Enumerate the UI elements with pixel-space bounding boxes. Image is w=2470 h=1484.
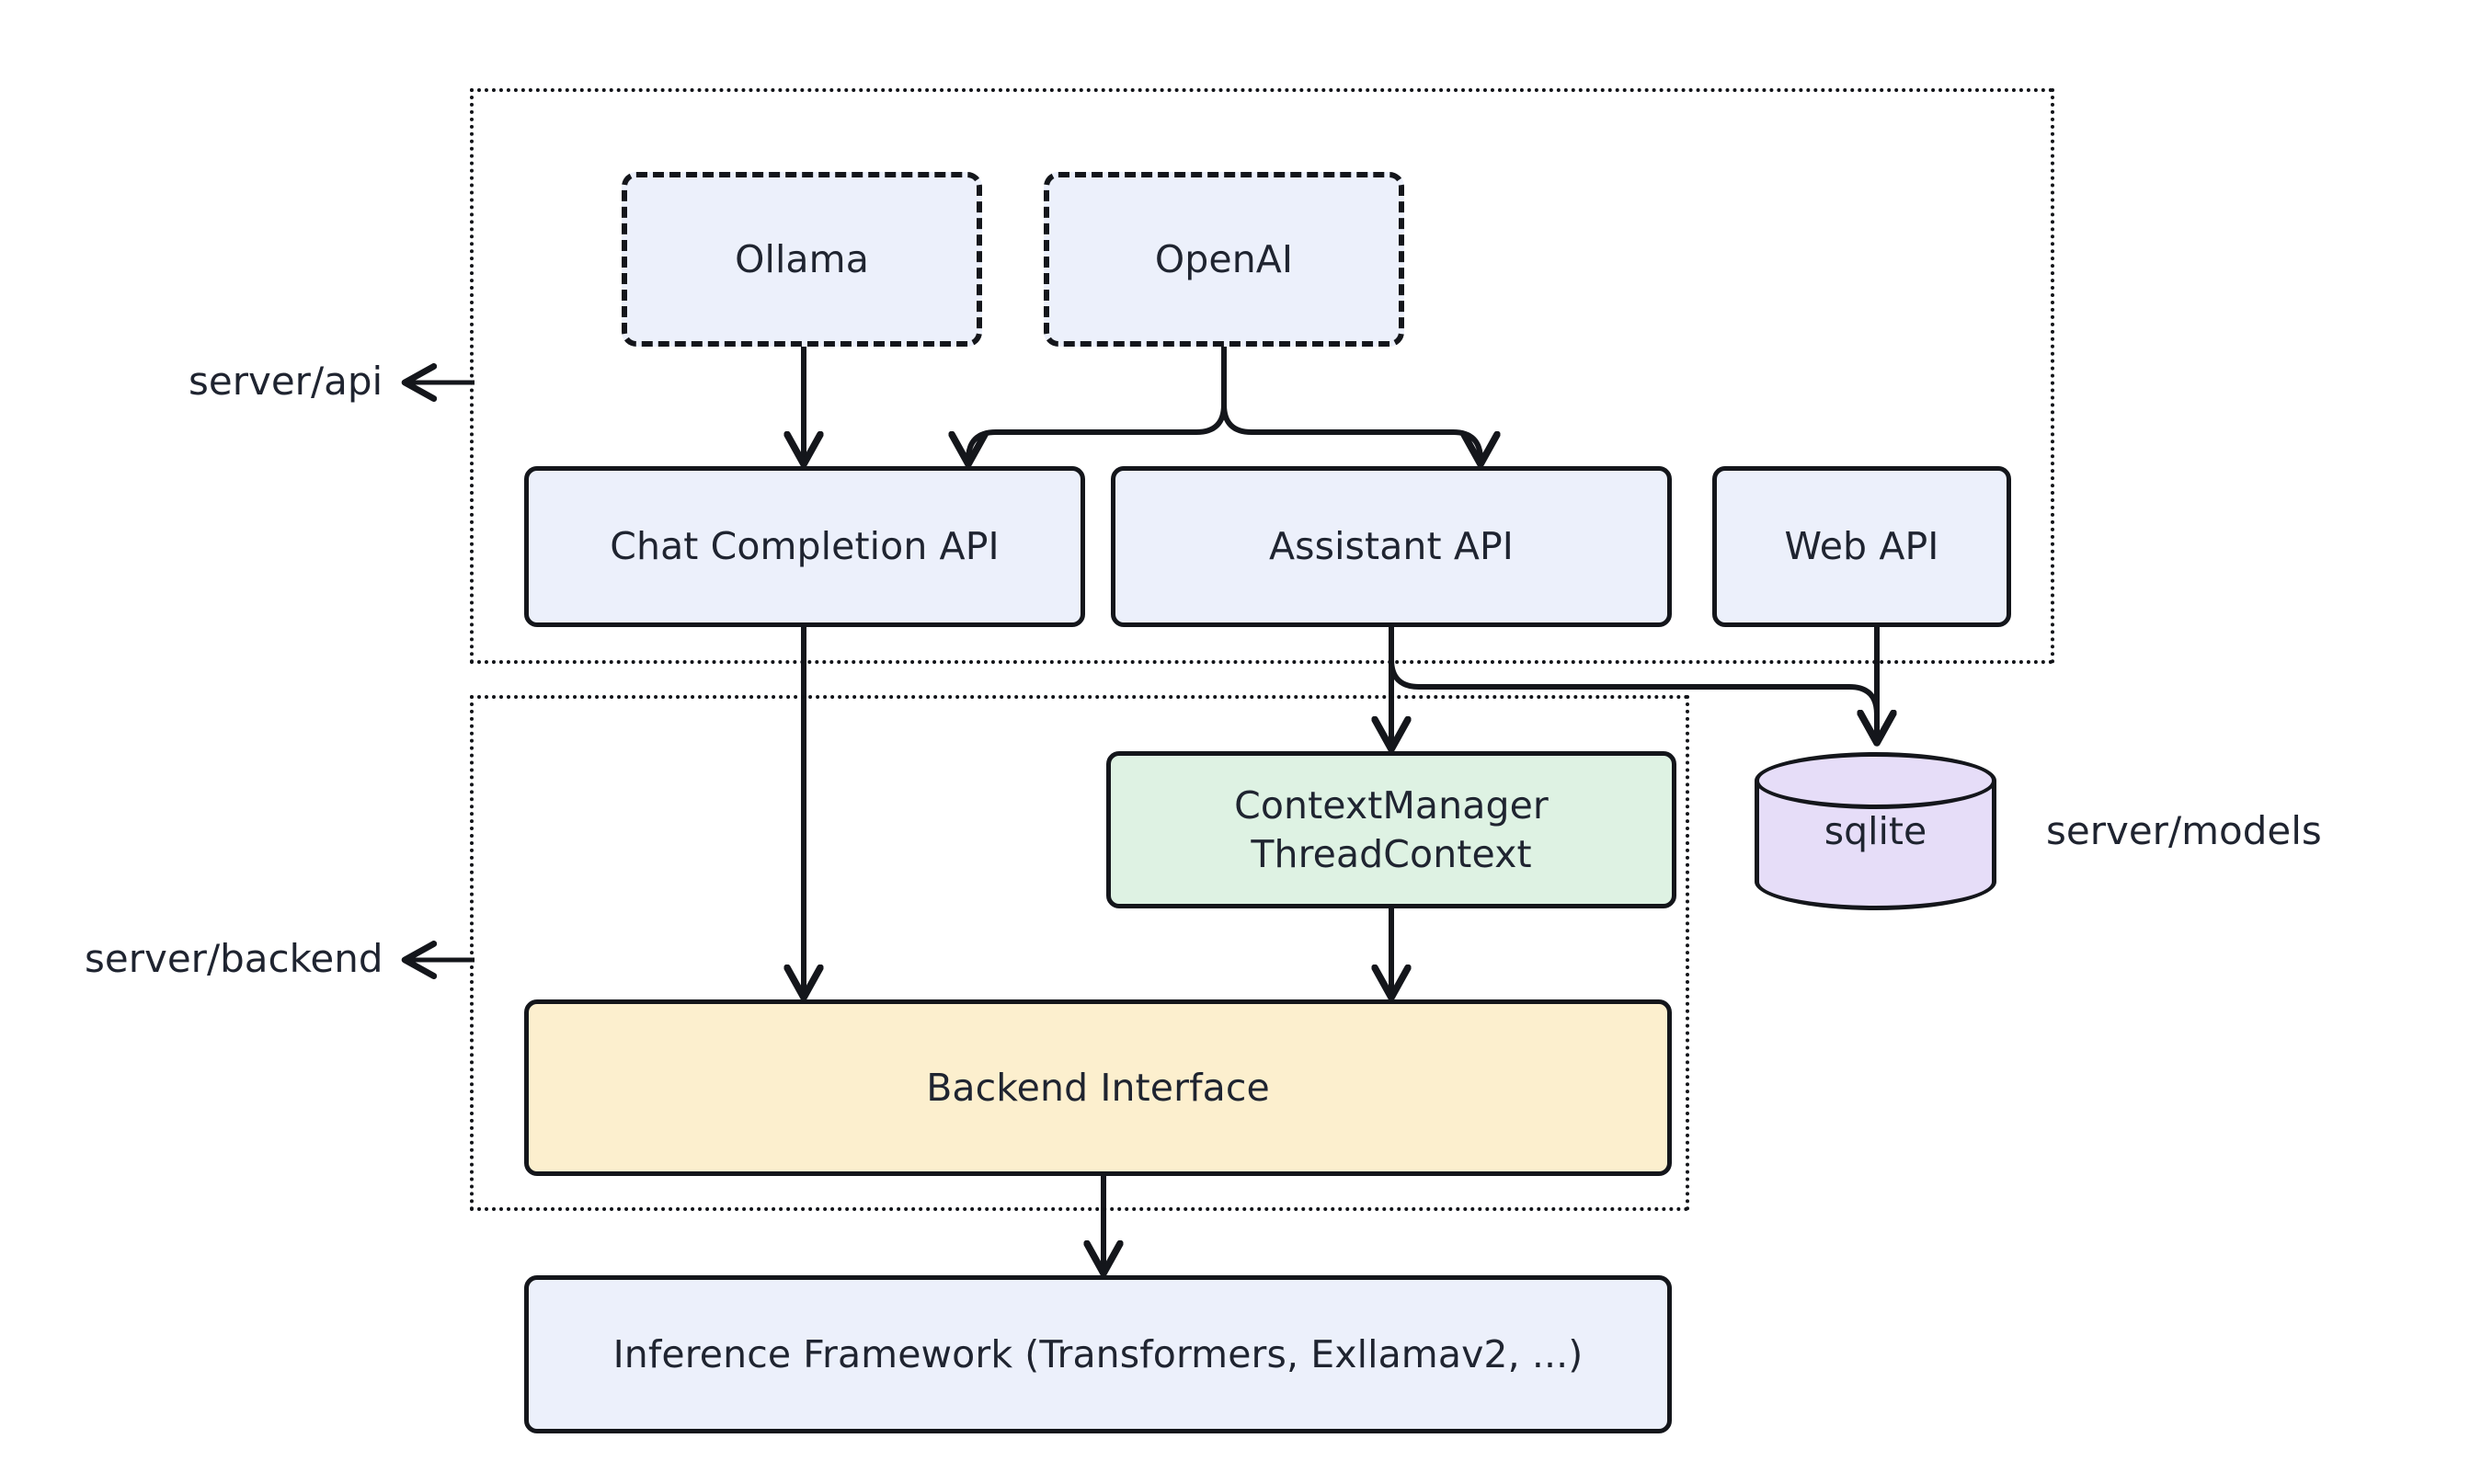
- annotation-server-models: server/models: [2046, 808, 2322, 853]
- node-backend-interface-label: Backend Interface: [926, 1065, 1270, 1110]
- node-sqlite[interactable]: sqlite: [1755, 752, 1996, 910]
- node-backend-interface[interactable]: Backend Interface: [524, 999, 1672, 1176]
- node-chat-completion-api[interactable]: Chat Completion API: [524, 466, 1085, 627]
- node-assistant-api-label: Assistant API: [1269, 524, 1514, 569]
- node-web-api-label: Web API: [1784, 524, 1939, 569]
- group-server-api: [470, 88, 2054, 664]
- node-ollama-label: Ollama: [735, 236, 869, 281]
- node-context-manager[interactable]: ContextManager ThreadContext: [1106, 751, 1676, 908]
- node-openai-label: OpenAI: [1154, 236, 1294, 281]
- node-inference-framework-label: Inference Framework (Transformers, Exlla…: [612, 1331, 1584, 1376]
- node-web-api[interactable]: Web API: [1712, 466, 2011, 627]
- group-server-backend: [470, 695, 1689, 1211]
- sqlite-cylinder-top: [1755, 752, 1996, 809]
- node-chat-completion-api-label: Chat Completion API: [610, 524, 1000, 569]
- annotation-server-api: server/api: [189, 359, 383, 404]
- node-ollama[interactable]: Ollama: [622, 172, 982, 347]
- node-assistant-api[interactable]: Assistant API: [1111, 466, 1672, 627]
- node-sqlite-label: sqlite: [1824, 809, 1927, 853]
- node-inference-framework[interactable]: Inference Framework (Transformers, Exlla…: [524, 1275, 1672, 1433]
- annotation-server-backend: server/backend: [85, 936, 383, 981]
- node-openai[interactable]: OpenAI: [1044, 172, 1404, 347]
- node-context-manager-label: ContextManager ThreadContext: [1234, 783, 1549, 876]
